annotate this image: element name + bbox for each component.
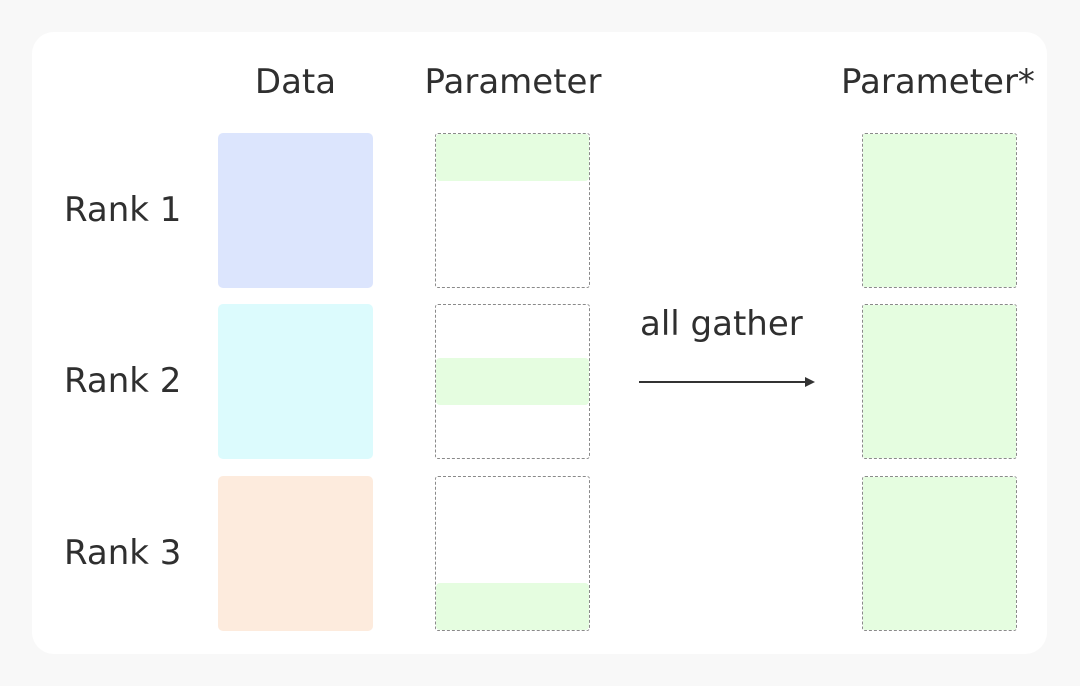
header-data: Data	[254, 62, 337, 102]
rank-label-3: Rank 3	[64, 533, 182, 573]
all-gather-arrow	[639, 381, 807, 383]
all-gather-label: all gather	[640, 304, 803, 344]
arrow-head-icon	[805, 377, 815, 387]
header-parameter-star: Parameter*	[841, 62, 1035, 102]
parameter-full-fill-1	[863, 134, 1016, 287]
data-box-rank-1	[218, 133, 373, 288]
parameter-shard-2	[436, 358, 589, 405]
data-box-rank-3	[218, 476, 373, 631]
parameter-box-rank-2	[435, 304, 590, 459]
parameter-full-rank-1	[862, 133, 1017, 288]
parameter-full-fill-2	[863, 305, 1016, 458]
parameter-full-rank-3	[862, 476, 1017, 631]
parameter-full-fill-3	[863, 477, 1016, 630]
parameter-shard-1	[436, 134, 589, 181]
parameter-shard-3	[436, 583, 589, 630]
header-parameter: Parameter	[424, 62, 602, 102]
parameter-full-rank-2	[862, 304, 1017, 459]
rank-label-2: Rank 2	[64, 361, 182, 401]
data-box-rank-2	[218, 304, 373, 459]
parameter-box-rank-1	[435, 133, 590, 288]
rank-label-1: Rank 1	[64, 190, 182, 230]
parameter-box-rank-3	[435, 476, 590, 631]
